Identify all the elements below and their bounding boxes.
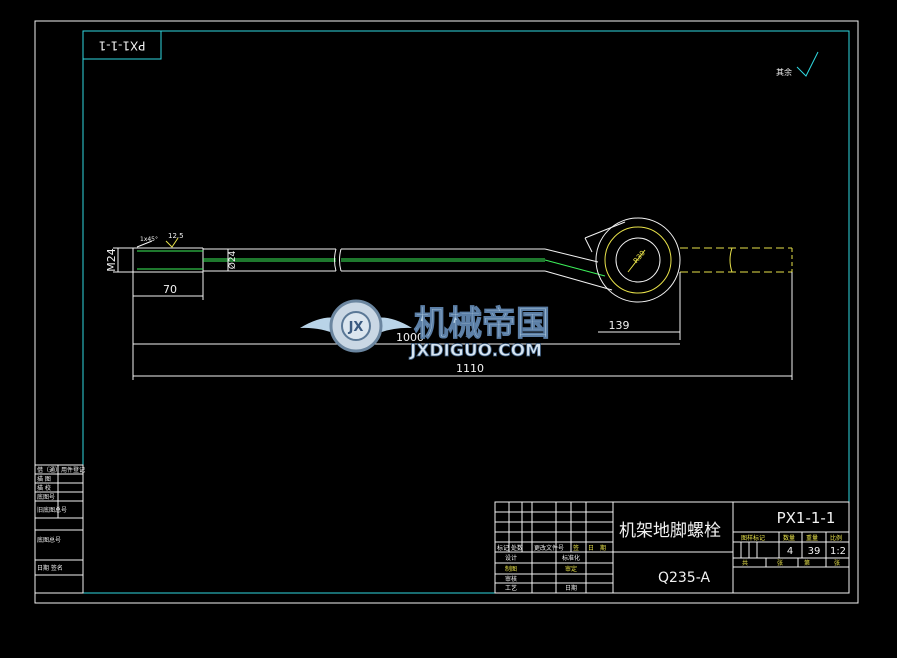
drawing-code: PX1-1-1 — [777, 509, 836, 527]
surface-note: 其余 — [776, 51, 819, 77]
drawing-title: 机架地脚螺栓 — [619, 521, 721, 541]
code-stamp-text: PX1-1-1 — [98, 39, 145, 53]
label-design: 设计 — [505, 554, 517, 562]
rev-mark: 标记 — [497, 544, 509, 552]
outer-border — [34, 20, 859, 604]
label-process: 工艺 — [505, 584, 517, 592]
left-row-6: 底图总号 — [37, 536, 61, 544]
roughness-label: 12.5 — [168, 232, 184, 240]
material-label: Q235-A — [658, 570, 710, 586]
left-row-3: 描 校 — [37, 484, 51, 492]
inner-frame — [82, 30, 850, 594]
dimension-1110: 1110 — [133, 272, 793, 380]
hook-offset-label: 139 — [609, 319, 630, 332]
left-stamp-block: 借（通）用件登记 描 图 描 校 底图号 旧底图总号 底图总号 日期 签名 — [34, 464, 85, 594]
surface-note-text: 其余 — [776, 67, 792, 77]
watermark: JX 机械帝国 JXDIGUO.COM — [300, 299, 551, 361]
label-drafting: 制图 — [505, 565, 517, 573]
dimension-diameter: Ø24 — [227, 249, 238, 271]
dimension-70: 70 — [132, 272, 204, 300]
roughness-symbol-icon — [796, 51, 819, 77]
label-date: 日期 — [565, 584, 577, 592]
rev-count: 处数 — [511, 544, 523, 552]
value-scale: 1:2 — [830, 546, 846, 557]
dimension-1000: 1000 — [132, 272, 680, 380]
gear-logo-icon: JX — [300, 299, 412, 353]
left-row-7: 日期 签名 — [37, 564, 63, 572]
footer-sheet: 张 — [834, 559, 840, 567]
total-length-label: 1110 — [456, 362, 484, 375]
chamfer-label: 1x45° — [140, 236, 158, 243]
thread-length-label: 70 — [163, 283, 177, 296]
rev-file: 更改文件号 — [534, 544, 564, 552]
hdr-qty: 数量 — [783, 534, 795, 542]
hdr-scale: 比例 — [830, 534, 842, 542]
shank-length-label: 1000 — [396, 331, 424, 344]
rev-day: 日 — [588, 545, 594, 552]
title-block: 标记 处数 更改文件号 签 日 期 设计 制图 审核 工艺 标准化 审定 日期 … — [494, 501, 850, 594]
dimension-139: 139 — [598, 272, 681, 340]
footer-sheets: 张 — [777, 559, 783, 567]
svg-text:JX: JX — [348, 320, 364, 335]
dimension-chamfer: 1x45° 12.5 — [136, 232, 184, 248]
code-stamp: PX1-1-1 — [82, 30, 162, 60]
thread-label: M24 — [105, 248, 118, 272]
hdr-pattern: 图样标记 — [741, 534, 765, 542]
dimension-thread: M24 — [105, 247, 133, 273]
watermark-cn: 机械帝国 — [414, 304, 550, 344]
bolt-view: R30 — [132, 217, 793, 303]
left-row-5: 旧底图总号 — [37, 506, 67, 514]
footer-no: 第 — [804, 559, 810, 567]
label-review: 审核 — [505, 575, 517, 583]
left-row-2: 描 图 — [37, 475, 51, 483]
left-row-1: 借（通）用件登记 — [37, 466, 85, 474]
value-weight: 39 — [808, 546, 821, 557]
footer-total: 共 — [742, 559, 748, 567]
left-row-4: 底图号 — [37, 493, 55, 501]
label-standard: 标准化 — [562, 554, 580, 562]
hdr-weight: 重量 — [806, 534, 818, 542]
label-approve: 审定 — [565, 565, 577, 573]
rev-period: 期 — [600, 544, 606, 552]
rev-sign: 签 — [573, 544, 579, 552]
watermark-en: JXDIGUO.COM — [409, 341, 542, 361]
diameter-label: Ø24 — [227, 250, 238, 269]
hook-radius-label: R30 — [632, 249, 647, 265]
value-qty: 4 — [787, 546, 793, 557]
